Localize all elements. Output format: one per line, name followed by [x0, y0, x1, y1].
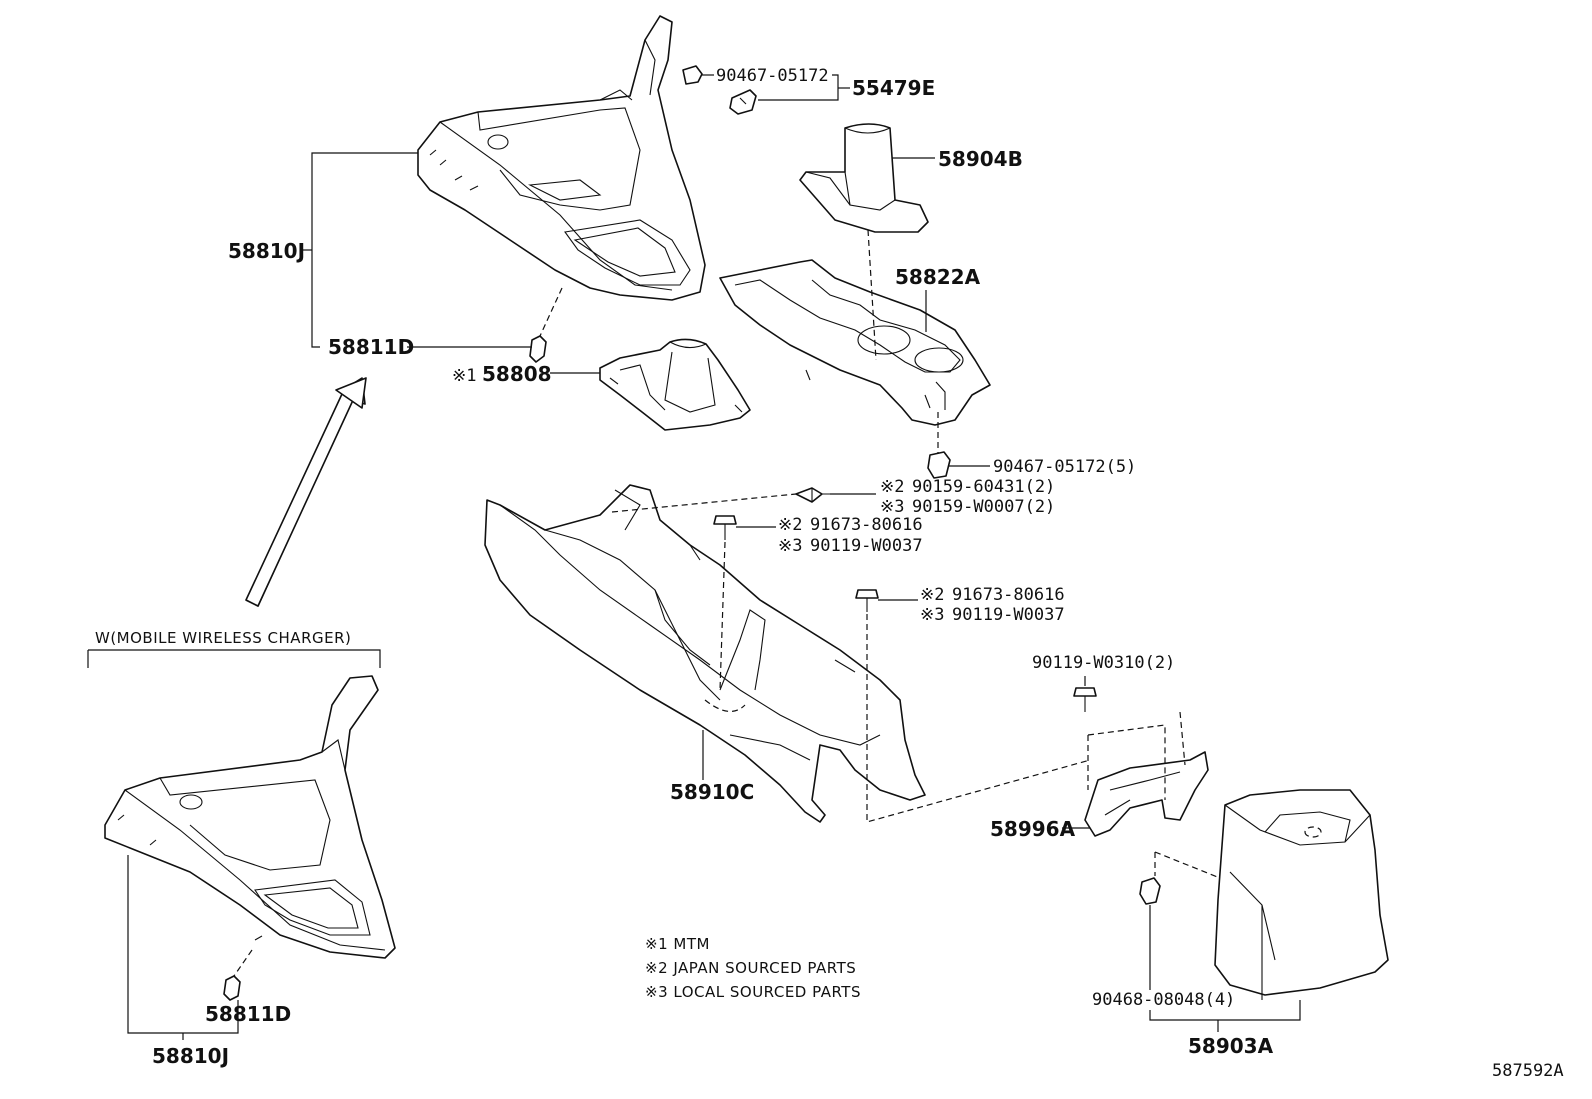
label-90119-w0037-a: 90119-W0037 [810, 536, 923, 556]
shift-bezel-58808 [599, 338, 751, 431]
variant-label: W(MOBILE WIRELESS CHARGER) [95, 629, 351, 647]
label-90159-60431: 90159-60431(2) [912, 477, 1055, 497]
bolt-90119-w0310 [1073, 687, 1097, 712]
variant-arrow [245, 377, 367, 607]
label-91673-80616-b-mark: ※2 [920, 585, 944, 605]
center-console-58910c [484, 484, 926, 823]
label-58822a: 58822A [895, 265, 981, 289]
label-58910c: 58910C [670, 780, 754, 804]
label-58904b: 58904B [938, 147, 1023, 171]
bolt-91673-80616-a [713, 515, 737, 540]
clip-58811d-bottom [223, 949, 253, 1001]
label-90159-w0007: 90159-W0007(2) [912, 497, 1055, 517]
fastener-90467-05172-top [682, 65, 703, 85]
label-58996a: 58996A [990, 817, 1076, 841]
leader-lines [87, 74, 1301, 1040]
label-55479e: 55479E [852, 76, 935, 100]
part-55479e-clip [729, 89, 757, 115]
dashed-guide-bolt-b [866, 614, 1091, 823]
clip-90467-05172-5 [927, 451, 951, 479]
label-91673-80616-b: 91673-80616 [952, 585, 1065, 605]
label-90119-w0310: 90119-W0310(2) [1032, 653, 1175, 673]
dashed-guide-bolt-a [719, 541, 726, 691]
label-58810j-bottom: 58810J [152, 1044, 229, 1068]
note-2: ※2 JAPAN SOURCED PARTS [645, 959, 856, 977]
label-58810j-top: 58810J [228, 239, 305, 263]
clip-58811d-top [529, 287, 563, 363]
label-90467-05172-5: 90467-05172(5) [993, 457, 1136, 477]
dashed-guide-boot [867, 229, 877, 361]
bracket-58996a [1084, 711, 1209, 837]
label-58903a: 58903A [1188, 1034, 1274, 1058]
note-3: ※3 LOCAL SOURCED PARTS [645, 983, 861, 1001]
label-91673-80616-a: 91673-80616 [810, 515, 923, 535]
label-58811d-bottom: 58811D [205, 1002, 291, 1026]
shift-boot-58904b [799, 123, 929, 233]
illustration-number: 587592A [1492, 1061, 1564, 1081]
screw-90159 [795, 487, 830, 503]
label-90467-05172: 90467-05172 [716, 66, 829, 86]
label-91673-80616-a-mark: ※2 [778, 515, 802, 535]
shift-panel-upper [417, 15, 706, 301]
label-58811d-top: 58811D [328, 335, 414, 359]
label-90159-60431-mark: ※2 [880, 477, 904, 497]
shift-panel-lower-variant [104, 675, 396, 959]
label-58808-mark: ※1 [452, 366, 476, 386]
label-90119-w0037-b: 90119-W0037 [952, 605, 1065, 625]
label-90468-08048: 90468-08048(4) [1092, 990, 1235, 1010]
dashed-guide-armrest [1154, 851, 1221, 879]
note-1: ※1 MTM [645, 935, 710, 953]
bolt-91673-80616-b [855, 589, 879, 612]
clip-90468-08048 [1139, 877, 1161, 905]
cup-holder-58822a [719, 259, 991, 426]
label-58808: 58808 [482, 362, 552, 386]
label-90119-w0037-a-mark: ※3 [778, 536, 802, 556]
label-90159-w0007-mark: ※3 [880, 497, 904, 517]
dashed-guide-screw-90159 [611, 493, 797, 513]
armrest-58903a [1214, 789, 1389, 1000]
label-90119-w0037-b-mark: ※3 [920, 605, 944, 625]
